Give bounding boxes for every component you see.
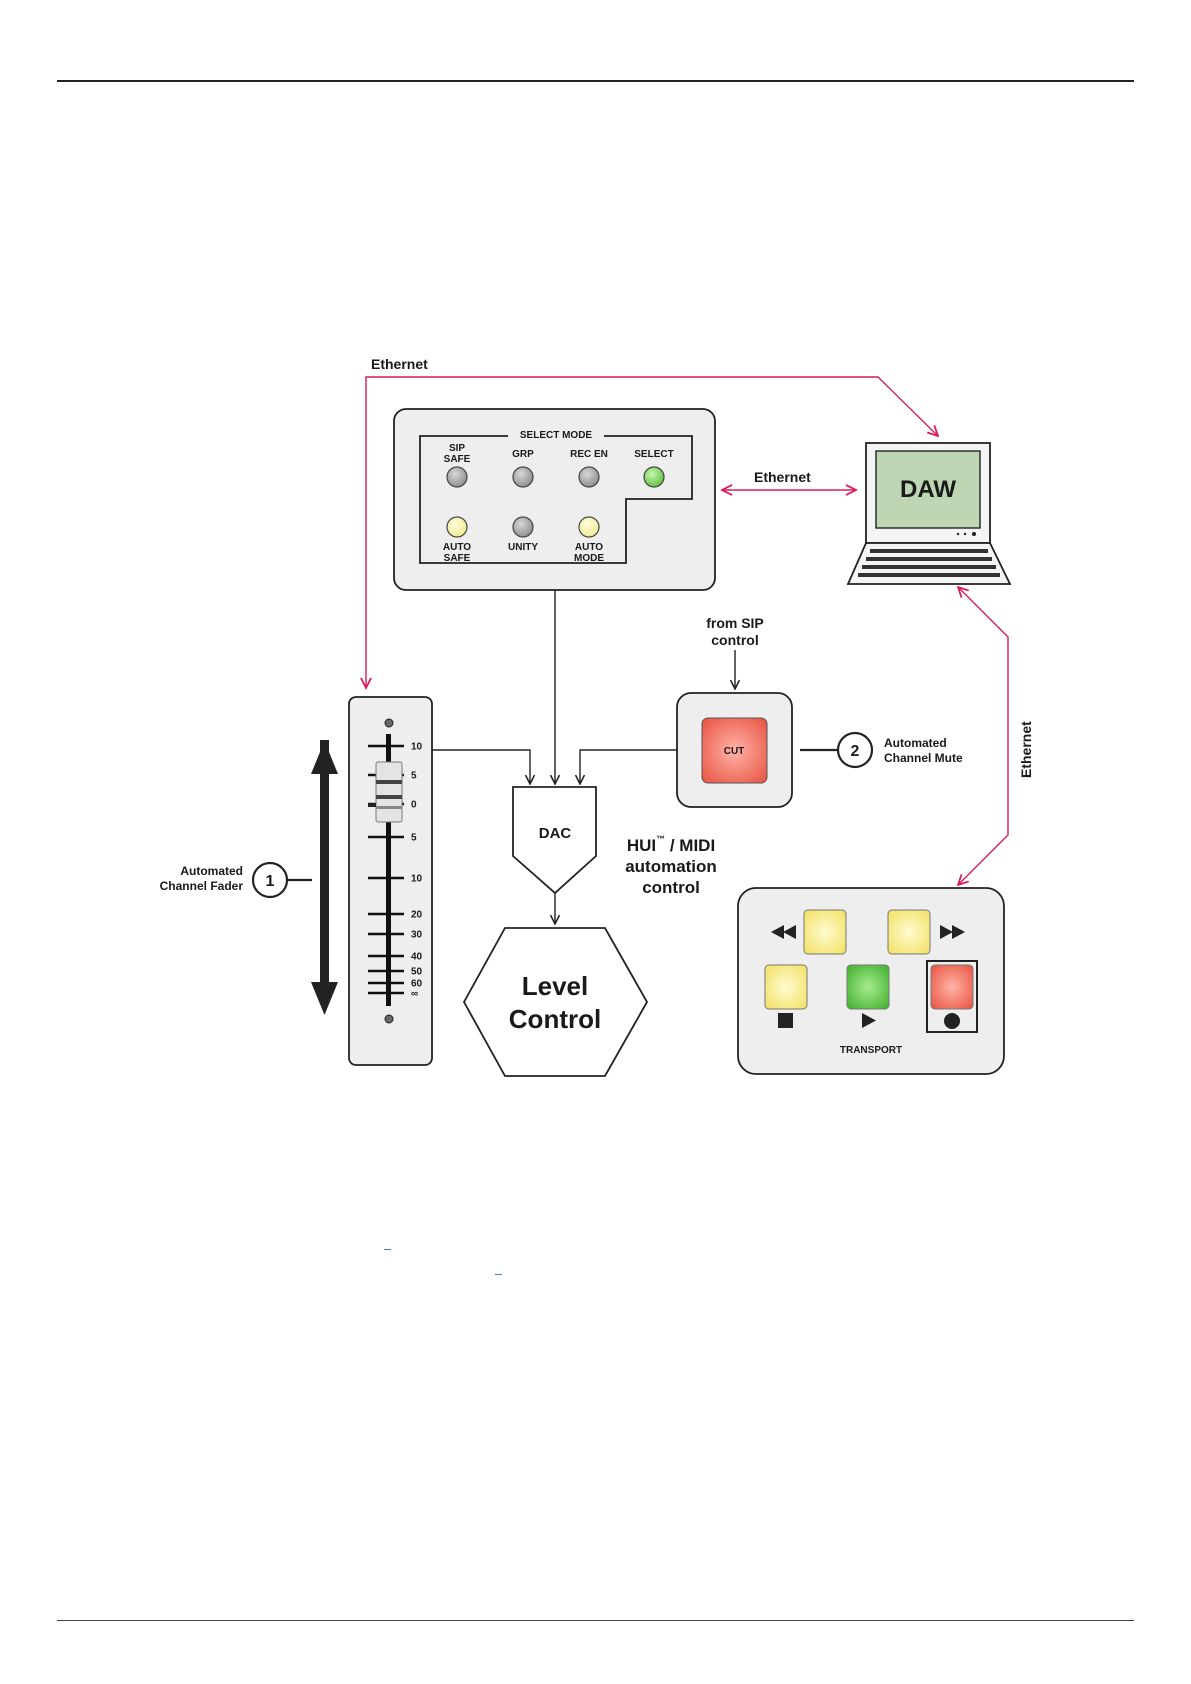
sip-safe-label-line1: SIP bbox=[449, 443, 465, 454]
from-sip-label-line1: from SIP bbox=[706, 615, 764, 631]
ethernet-label-right: Ethernet bbox=[1018, 721, 1034, 778]
callout-1-number: 1 bbox=[266, 873, 275, 890]
sip-safe-led bbox=[447, 467, 467, 487]
hui-line3: control bbox=[642, 878, 700, 897]
select-label: SELECT bbox=[634, 449, 673, 460]
auto-mode-label-line1: AUTO bbox=[575, 542, 603, 553]
fader-tick-label: 0 bbox=[411, 800, 417, 811]
fast-forward-button[interactable] bbox=[888, 910, 930, 954]
fader-tick-label: 10 bbox=[411, 742, 423, 753]
fader-tick-label: 10 bbox=[411, 874, 423, 885]
record-icon bbox=[944, 1013, 960, 1029]
unity-label: UNITY bbox=[508, 542, 538, 553]
select-mode-panel: SELECT MODE SIP SAFE GRP REC EN SELECT A… bbox=[394, 409, 715, 590]
callout-2-number: 2 bbox=[851, 743, 860, 760]
callout-2-line2: Channel Mute bbox=[884, 751, 963, 765]
fader-tick-label: 5 bbox=[411, 771, 417, 782]
fader-tick-label: ∞ bbox=[411, 989, 418, 1000]
daw-computer: DAW bbox=[848, 443, 1010, 584]
transport-panel: TRANSPORT bbox=[738, 888, 1004, 1074]
rec-en-led bbox=[579, 467, 599, 487]
auto-safe-led bbox=[447, 517, 467, 537]
fader-tick-label: 5 bbox=[411, 833, 417, 844]
from-sip-label-line2: control bbox=[711, 632, 758, 648]
ethernet-label-middle: Ethernet bbox=[754, 469, 811, 485]
level-control-line1: Level bbox=[522, 971, 589, 1001]
auto-mode-led bbox=[579, 517, 599, 537]
hui-tm: ™ bbox=[656, 834, 665, 844]
svg-text:HUI™ / MIDI: HUI™ / MIDI bbox=[627, 834, 715, 855]
dac-block: DAC bbox=[513, 787, 596, 893]
grp-label: GRP bbox=[512, 449, 534, 460]
auto-safe-label-line2: SAFE bbox=[444, 553, 471, 564]
transport-label: TRANSPORT bbox=[840, 1045, 902, 1056]
auto-safe-label-line1: AUTO bbox=[443, 542, 471, 553]
cut-button[interactable]: CUT bbox=[702, 718, 767, 783]
callout-1-line1: Automated bbox=[180, 864, 243, 878]
dac-label: DAC bbox=[539, 825, 572, 842]
hui-line2: automation bbox=[625, 857, 717, 876]
cut-module: CUT bbox=[677, 693, 792, 807]
ethernet-line-right bbox=[958, 587, 1008, 885]
rewind-button[interactable] bbox=[804, 910, 846, 954]
select-led bbox=[644, 467, 664, 487]
hui-text: HUI bbox=[627, 836, 656, 855]
rec-en-label: REC EN bbox=[570, 449, 608, 460]
unity-led bbox=[513, 517, 533, 537]
sip-safe-label-line2: SAFE bbox=[444, 454, 471, 465]
fader-tick-label: 50 bbox=[411, 967, 423, 978]
stop-icon bbox=[778, 1013, 793, 1028]
record-button[interactable] bbox=[931, 965, 973, 1009]
level-control-line2: Control bbox=[509, 1004, 601, 1034]
fader-tick-label: 20 bbox=[411, 910, 423, 921]
fader-travel-arrow bbox=[311, 740, 338, 1015]
auto-mode-label-line2: MODE bbox=[574, 553, 604, 564]
hui-midi-text: / MIDI bbox=[665, 836, 715, 855]
fader-tick-label: 40 bbox=[411, 952, 423, 963]
play-button[interactable] bbox=[847, 965, 889, 1009]
callout-2-line1: Automated bbox=[884, 736, 947, 750]
grp-led bbox=[513, 467, 533, 487]
fader-tick-label: 30 bbox=[411, 930, 423, 941]
daw-label: DAW bbox=[900, 476, 956, 503]
select-mode-title: SELECT MODE bbox=[520, 430, 593, 441]
dac-inputs bbox=[432, 590, 677, 784]
callout-1-line2: Channel Fader bbox=[160, 879, 244, 893]
level-control-block: Level Control bbox=[464, 928, 647, 1076]
cut-label: CUT bbox=[724, 746, 745, 757]
hui-midi-label: HUI™ / MIDI automation control bbox=[625, 834, 717, 897]
stop-button[interactable] bbox=[765, 965, 807, 1009]
ethernet-label-top: Ethernet bbox=[371, 356, 428, 372]
